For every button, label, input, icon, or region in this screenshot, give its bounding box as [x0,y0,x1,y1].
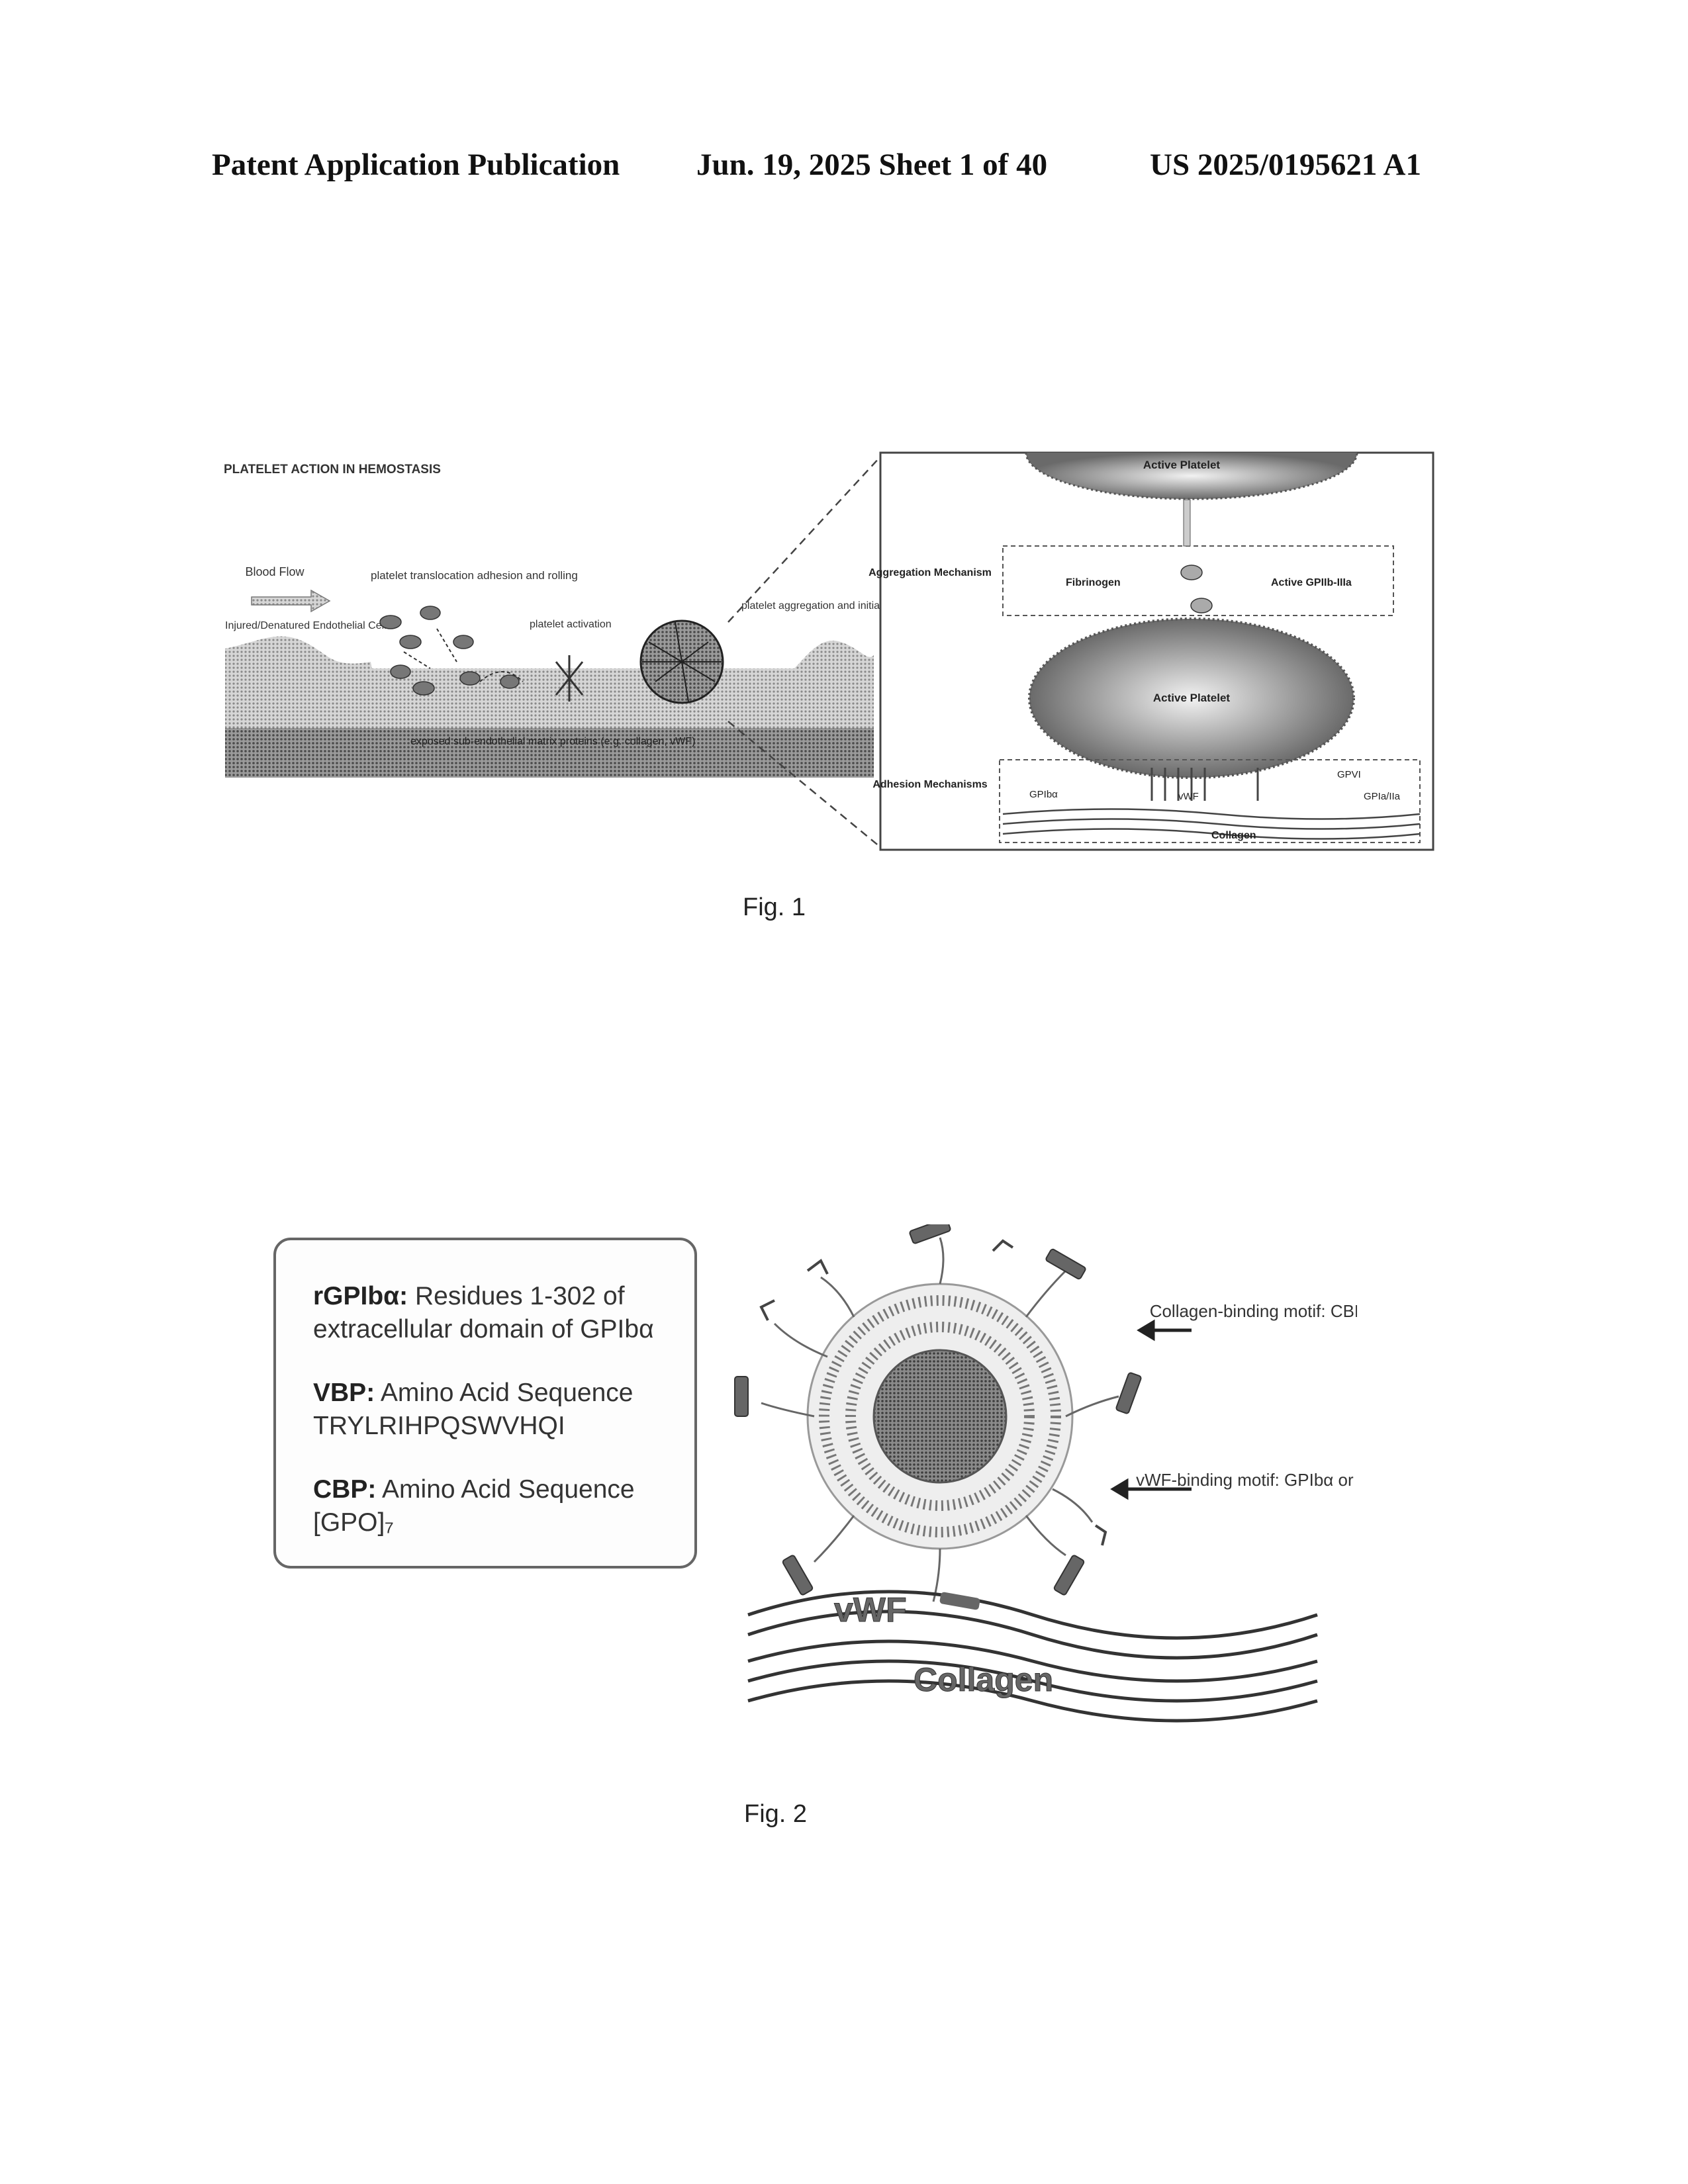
gpvi-label: GPVI [1337,769,1361,780]
particle-core [874,1350,1006,1482]
fibrinogen-label: Fibrinogen [1066,577,1121,588]
figure-1: PLATELET ACTION IN HEMOSTASIS Blood Flow… [212,443,1443,867]
rgpiba-line: rGPIbα: Residues 1-302 of extracellular … [313,1280,668,1346]
vbp-key: VBP: [313,1379,375,1407]
gpia-label: GPIa/IIa [1364,791,1401,802]
date-sheet: Jun. 19, 2025 Sheet 1 of 40 [696,147,1047,183]
figure-2-nanoparticle: Collagen-binding motif: CBP vWF-binding … [722,1224,1357,1727]
vwf-label: vWF [834,1591,907,1629]
active-platelet-top: Active Platelet [1143,459,1221,471]
rgpiba-key: rGPIbα: [313,1282,408,1310]
patent-number: US 2025/0195621 A1 [1150,147,1421,183]
gpiba-label: GPIbα [1029,789,1058,800]
cbp-key: CBP: [313,1475,376,1504]
vbp-line: VBP: Amino Acid Sequence TRYLRIHPQSWVHQI [313,1377,668,1443]
aggregation-mechanism: Aggregation Mechanism [868,567,992,578]
blood-flow-arrow [252,590,330,612]
activation-label: platelet activation [530,619,612,630]
vwf-inset-label: vWF [1178,791,1199,802]
adhesion-mechanisms: Adhesion Mechanisms [872,779,987,790]
injured-cell-label: Injured/Denatured Endothelial Cell [225,620,387,631]
translocation-label: platelet translocation adhesion and roll… [371,569,578,582]
gpiib-label: Active GPIIb-IIIa [1271,577,1352,588]
fig1-caption: Fig. 1 [743,893,806,922]
blood-flow-label: Blood Flow [245,565,305,578]
cbp-line: CBP: Amino Acid Sequence [GPO]₇ [313,1473,668,1539]
matrix-label: exposed sub-endothelial matrix proteins … [410,736,695,747]
collagen-inset-label: Collagen [1211,830,1256,841]
sequence-box: rGPIbα: Residues 1-302 of extracellular … [273,1238,697,1569]
fig1-title: PLATELET ACTION IN HEMOSTASIS [224,463,441,477]
publication-label: Patent Application Publication [212,147,620,183]
collagen-label: Collagen [914,1661,1053,1698]
fig2-caption: Fig. 2 [744,1800,807,1829]
collagen-substrate [748,1592,1317,1721]
vwf-motif-label: vWF-binding motif: GPIbα or VBP [1136,1470,1357,1490]
collagen-motif-label: Collagen-binding motif: CBP [1150,1301,1357,1321]
active-platelet-mid: Active Platelet [1153,692,1231,704]
